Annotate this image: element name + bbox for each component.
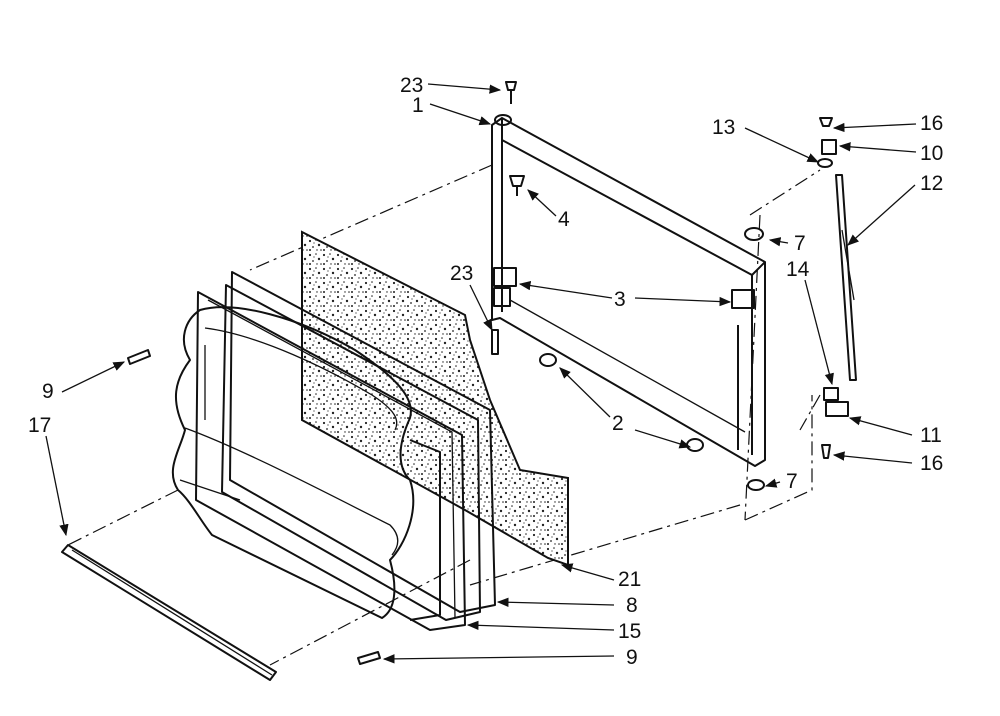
- callout-4: 4: [558, 208, 570, 231]
- hardware-screws: [127, 81, 765, 665]
- callout-23-top: 23: [400, 74, 423, 97]
- callout-11: 11: [920, 424, 942, 447]
- door-frame: [491, 114, 766, 467]
- callout-7-top: 7: [794, 232, 806, 255]
- callout-21: 21: [618, 568, 641, 591]
- callout-7-bottom: 7: [786, 470, 798, 493]
- callout-9-bottom: 9: [626, 646, 638, 669]
- callout-3: 3: [614, 288, 626, 311]
- callout-2: 2: [612, 412, 624, 435]
- callout-labels: 23 1 13 16 10 12 4 7 14 23 3 9 17 2 11 1…: [28, 74, 943, 669]
- callout-1: 1: [412, 94, 424, 117]
- hinge-assembly: [817, 117, 857, 459]
- callout-13: 13: [712, 116, 735, 139]
- door-liner: [171, 306, 441, 621]
- gasket-strip: [61, 544, 277, 681]
- insulation-panel: [301, 230, 569, 567]
- callout-12: 12: [920, 172, 943, 195]
- callout-14: 14: [786, 258, 810, 281]
- callout-16-bottom: 16: [920, 452, 943, 475]
- callout-16-top: 16: [920, 112, 943, 135]
- callout-8: 8: [626, 594, 638, 617]
- door-panels: [195, 271, 496, 631]
- callout-17: 17: [28, 414, 51, 437]
- callout-9-left: 9: [42, 380, 54, 403]
- callout-23-mid: 23: [450, 262, 473, 285]
- callout-10: 10: [920, 142, 943, 165]
- leader-arrows: [45, 83, 917, 664]
- callout-15: 15: [618, 620, 641, 643]
